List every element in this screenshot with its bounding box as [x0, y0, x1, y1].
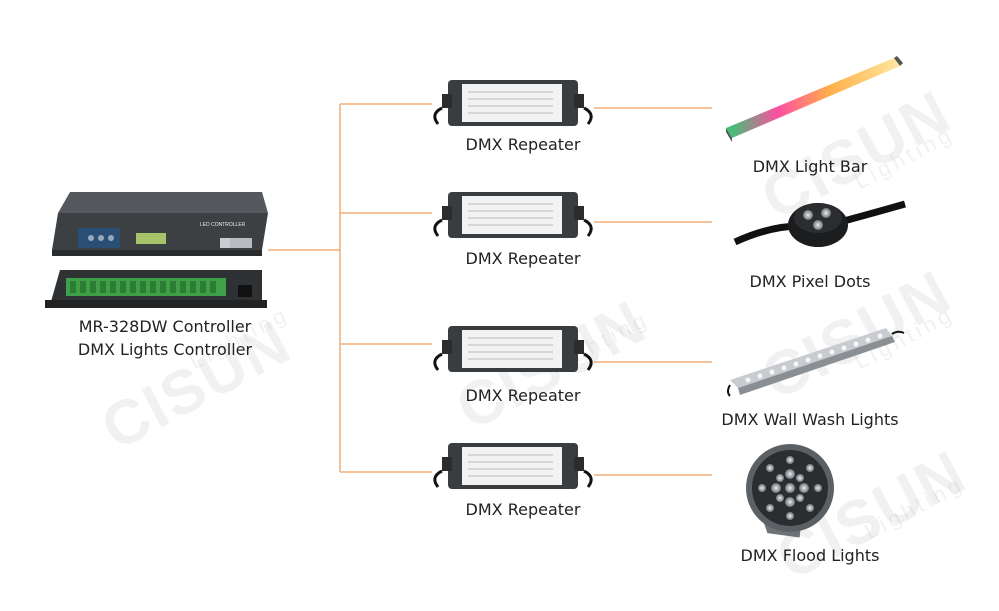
repeater-1 [433, 80, 593, 126]
repeater-1-label: DMX Repeater [465, 135, 581, 154]
pixel-dot-image [733, 200, 906, 247]
connector-lines [268, 103, 712, 476]
controller-panel-text: LED CONTROLLER [200, 222, 246, 228]
repeater-4-label: DMX Repeater [465, 500, 581, 519]
repeater-4 [433, 443, 593, 489]
controller-terminal-unit [45, 270, 267, 308]
device-light-bar-label: DMX Light Bar [752, 157, 868, 176]
repeater-3 [433, 326, 593, 372]
controller-caption-line2: DMX Lights Controller [77, 340, 253, 359]
repeater-2-label: DMX Repeater [465, 249, 581, 268]
repeater-2 [433, 192, 593, 238]
flood-light-image [746, 444, 834, 538]
device-wall-wash-label: DMX Wall Wash Lights [721, 410, 899, 429]
device-pixel-dots-label: DMX Pixel Dots [749, 272, 871, 291]
controller-caption-line1: MR-328DW Controller [78, 317, 252, 336]
led-controller-unit: LED CONTROLLER [52, 192, 268, 256]
device-flood-lights-label: DMX Flood Lights [740, 546, 880, 565]
wall-wash-image [727, 328, 905, 397]
light-bar-image [726, 56, 903, 142]
repeater-3-label: DMX Repeater [465, 386, 581, 405]
